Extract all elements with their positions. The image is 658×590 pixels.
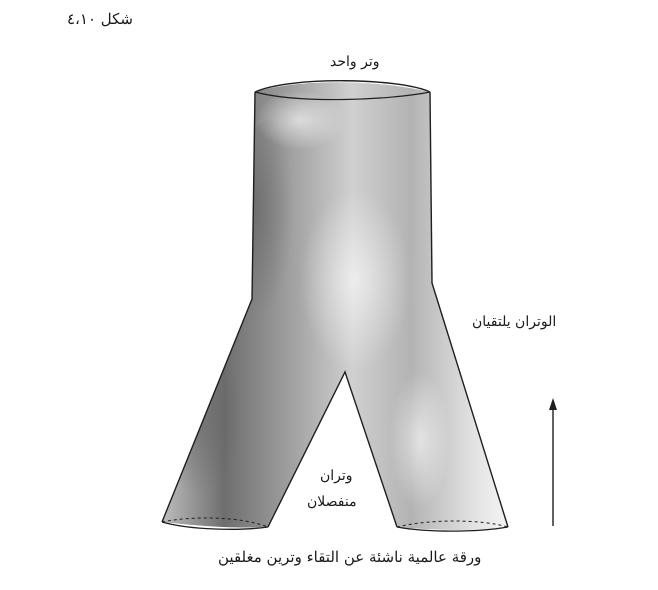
single-string-label: وتر واحد [330,54,380,70]
bottom-left-string-loop [161,517,269,530]
bottom-right-string-loop [396,520,509,532]
two-strings-label-line1: وتران [320,468,353,484]
strings-meet-label: الوتران يلتقيان [472,314,557,330]
worldsheet-surface [161,82,509,531]
figure-caption: ورقة عالمية ناشئة عن التقاء وترين مغلقين [218,548,482,566]
time-arrow [549,398,557,526]
figure-label: شكل ٤،١٠ [67,10,133,28]
top-string-loop [254,80,431,101]
two-strings-label-line2: منفصلان [307,494,357,510]
